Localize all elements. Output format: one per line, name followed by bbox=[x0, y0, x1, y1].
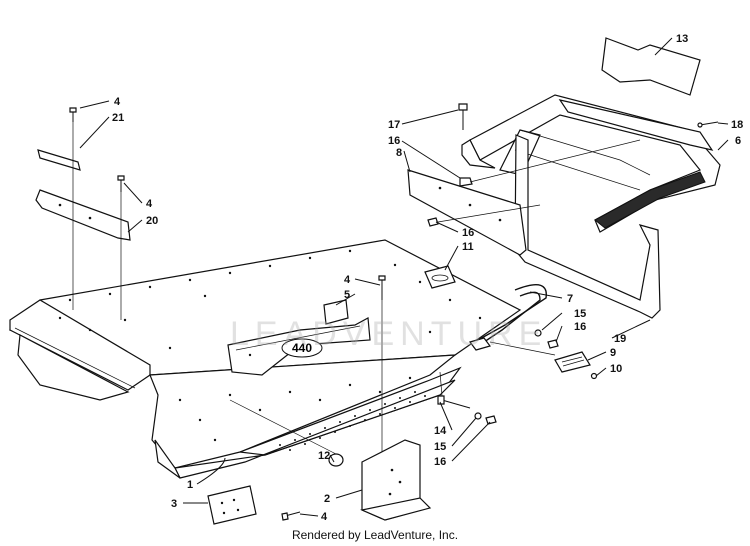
callout-4-bottom: 4 bbox=[321, 511, 328, 523]
callout-16-right: 16 bbox=[574, 321, 586, 333]
hood-emblem: 440 bbox=[281, 338, 323, 358]
nut-16-mid bbox=[427, 217, 439, 227]
callout-18: 18 bbox=[731, 119, 743, 131]
callout-16-mid: 16 bbox=[462, 227, 474, 239]
callout-9: 9 bbox=[610, 347, 616, 359]
screw-4-top bbox=[69, 107, 77, 122]
screw-4-mid bbox=[117, 175, 125, 192]
washer-15-lower bbox=[474, 412, 482, 420]
callout-20: 20 bbox=[146, 215, 158, 227]
callout-21: 21 bbox=[112, 112, 124, 124]
nut-16-right bbox=[547, 339, 559, 349]
washer-15-right bbox=[534, 329, 542, 337]
latch-11 bbox=[424, 265, 456, 289]
knob-12 bbox=[328, 453, 344, 467]
emblem-text: 440 bbox=[292, 341, 312, 355]
support-rail-19 bbox=[514, 134, 661, 319]
callout-5: 5 bbox=[344, 289, 350, 301]
screw-17 bbox=[458, 103, 468, 130]
callout-16-lower: 16 bbox=[434, 456, 446, 468]
callout-12: 12 bbox=[318, 450, 330, 462]
callout-4-top: 4 bbox=[114, 96, 121, 108]
callout-13: 13 bbox=[676, 33, 688, 45]
callout-4-mid: 4 bbox=[146, 198, 153, 210]
retainer-5 bbox=[323, 299, 349, 325]
callout-17: 17 bbox=[388, 119, 400, 131]
callout-14: 14 bbox=[434, 425, 447, 437]
screw-4-bottom bbox=[281, 511, 301, 521]
callout-15-right: 15 bbox=[574, 308, 586, 320]
callout-labels: 4 21 4 20 13 17 16 8 18 6 16 11 4 5 7 15… bbox=[112, 33, 743, 523]
callout-6: 6 bbox=[735, 135, 741, 147]
bracket-21 bbox=[37, 149, 81, 171]
screw-18 bbox=[697, 121, 719, 128]
screw-4-center bbox=[378, 275, 386, 300]
callout-3: 3 bbox=[171, 498, 177, 510]
callout-4-center: 4 bbox=[344, 274, 351, 286]
nut-16-upper bbox=[459, 177, 473, 187]
badge-9 bbox=[554, 351, 591, 373]
callout-19: 19 bbox=[614, 333, 626, 345]
vent-perforations bbox=[279, 391, 426, 451]
bolt-14 bbox=[437, 395, 471, 409]
callout-15-lower: 15 bbox=[434, 441, 446, 453]
callout-2: 2 bbox=[324, 493, 330, 505]
side-strip-8 bbox=[407, 169, 527, 256]
bracket-20 bbox=[35, 189, 131, 241]
callout-11: 11 bbox=[462, 241, 474, 253]
dash-frame-6 bbox=[461, 94, 721, 233]
bracket-2 bbox=[360, 439, 432, 521]
hood-panel: 440 bbox=[8, 239, 522, 479]
handle-7 bbox=[468, 284, 556, 356]
fastener-10 bbox=[590, 372, 598, 380]
leader-lines bbox=[79, 37, 729, 517]
plate-3 bbox=[207, 485, 257, 525]
nut-16-lower bbox=[485, 415, 497, 425]
callout-16-upper: 16 bbox=[388, 135, 400, 147]
watermark: LEADVENTURE bbox=[230, 315, 548, 353]
upper-panel-13 bbox=[601, 37, 701, 96]
callout-1: 1 bbox=[187, 479, 193, 491]
credit-line: Rendered by LeadVenture, Inc. bbox=[291, 528, 459, 542]
callout-8: 8 bbox=[396, 147, 402, 159]
callout-10: 10 bbox=[610, 363, 622, 375]
callout-7: 7 bbox=[567, 293, 573, 305]
